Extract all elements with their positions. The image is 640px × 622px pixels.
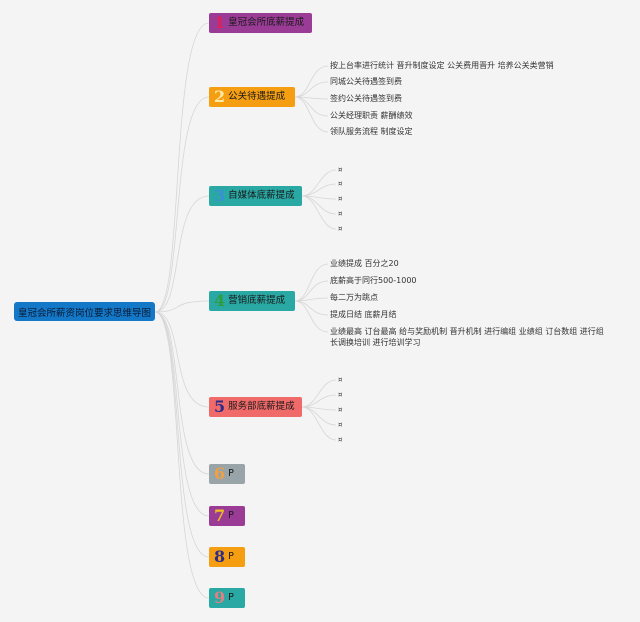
root-node[interactable]: 皇冠会所薪资岗位要求思维导图 (14, 302, 155, 321)
branch-number: 4 (214, 291, 226, 310)
branch-label: P (228, 551, 234, 562)
branch-number: 7 (214, 506, 226, 525)
root-link-2 (154, 96, 210, 313)
root-link-6 (154, 311, 210, 475)
mark-link (301, 169, 337, 197)
leaf-text: 每二万为跳点 (330, 293, 378, 302)
root-link-8 (154, 311, 210, 558)
leaf-text: 底薪高于同行500-1000 (330, 276, 417, 285)
branch-number: 6 (214, 464, 226, 483)
leaf-link (294, 300, 329, 333)
branch-label: 服务部底薪提成 (228, 401, 295, 412)
root-link-5 (154, 311, 210, 408)
leaf-text: 按上台率进行统计 晋升制度设定 公关费用晋升 培养公关类营销 (330, 61, 554, 70)
leaf-link (294, 65, 329, 98)
branch-label: P (228, 468, 234, 479)
placeholder-mark: ¤ (338, 180, 343, 188)
placeholder-mark: ¤ (338, 195, 343, 203)
branch-label: 自媒体底薪提成 (228, 190, 295, 201)
leaf-link (294, 96, 329, 117)
branch-number: 5 (214, 397, 226, 416)
placeholder-mark: ¤ (338, 210, 343, 218)
leaf-text: 公关经理职责 薪酬绩效 (330, 111, 413, 120)
mark-link (301, 394, 337, 408)
leaf-link (294, 300, 329, 316)
placeholder-mark: ¤ (338, 376, 343, 384)
leaf-link (294, 263, 329, 302)
branch-label: 皇冠会所底薪提成 (228, 17, 305, 28)
root-link-7 (154, 311, 210, 517)
placeholder-mark: ¤ (338, 391, 343, 399)
root-link-3 (154, 195, 210, 313)
placeholder-mark: ¤ (338, 166, 343, 174)
root-link-4 (154, 300, 210, 313)
leaf-text: 提成日结 底薪月结 (330, 310, 397, 319)
mark-link (301, 183, 337, 197)
placeholder-mark: ¤ (338, 436, 343, 444)
branch-label: 营销底薪提成 (228, 295, 286, 306)
root-link-9 (154, 311, 210, 599)
mark-link (301, 379, 337, 408)
branch-number: 2 (214, 87, 226, 106)
root-link-1 (154, 22, 210, 313)
branch-number: 3 (214, 186, 226, 205)
leaf-link (294, 280, 329, 302)
leaf-text: 业绩最高 订台最高 给与奖励机制 晋升机制 进行编组 业绩组 订台数组 进行组长… (330, 327, 604, 347)
branch-number: 9 (214, 588, 226, 607)
branch-number: 8 (214, 547, 226, 566)
leaf-text: 业绩提成 百分之20 (330, 259, 399, 268)
mark-link (301, 195, 337, 230)
branch-number: 1 (214, 13, 226, 32)
root-label: 皇冠会所薪资岗位要求思维导图 (17, 307, 151, 319)
branch-label: P (228, 592, 234, 603)
placeholder-mark: ¤ (338, 225, 343, 233)
leaf-link (294, 81, 329, 98)
placeholder-mark: ¤ (338, 421, 343, 429)
branch-label: P (228, 510, 234, 521)
leaf-text: 签约公关待遇签到费 (330, 94, 402, 103)
branch-label: 公关待遇提成 (228, 91, 286, 102)
leaf-text: 领队服务流程 制度设定 (330, 127, 413, 136)
leaf-link (294, 96, 329, 133)
mark-link (301, 406, 337, 441)
placeholder-mark: ¤ (338, 406, 343, 414)
leaf-text: 同城公关待遇签到费 (330, 77, 402, 86)
